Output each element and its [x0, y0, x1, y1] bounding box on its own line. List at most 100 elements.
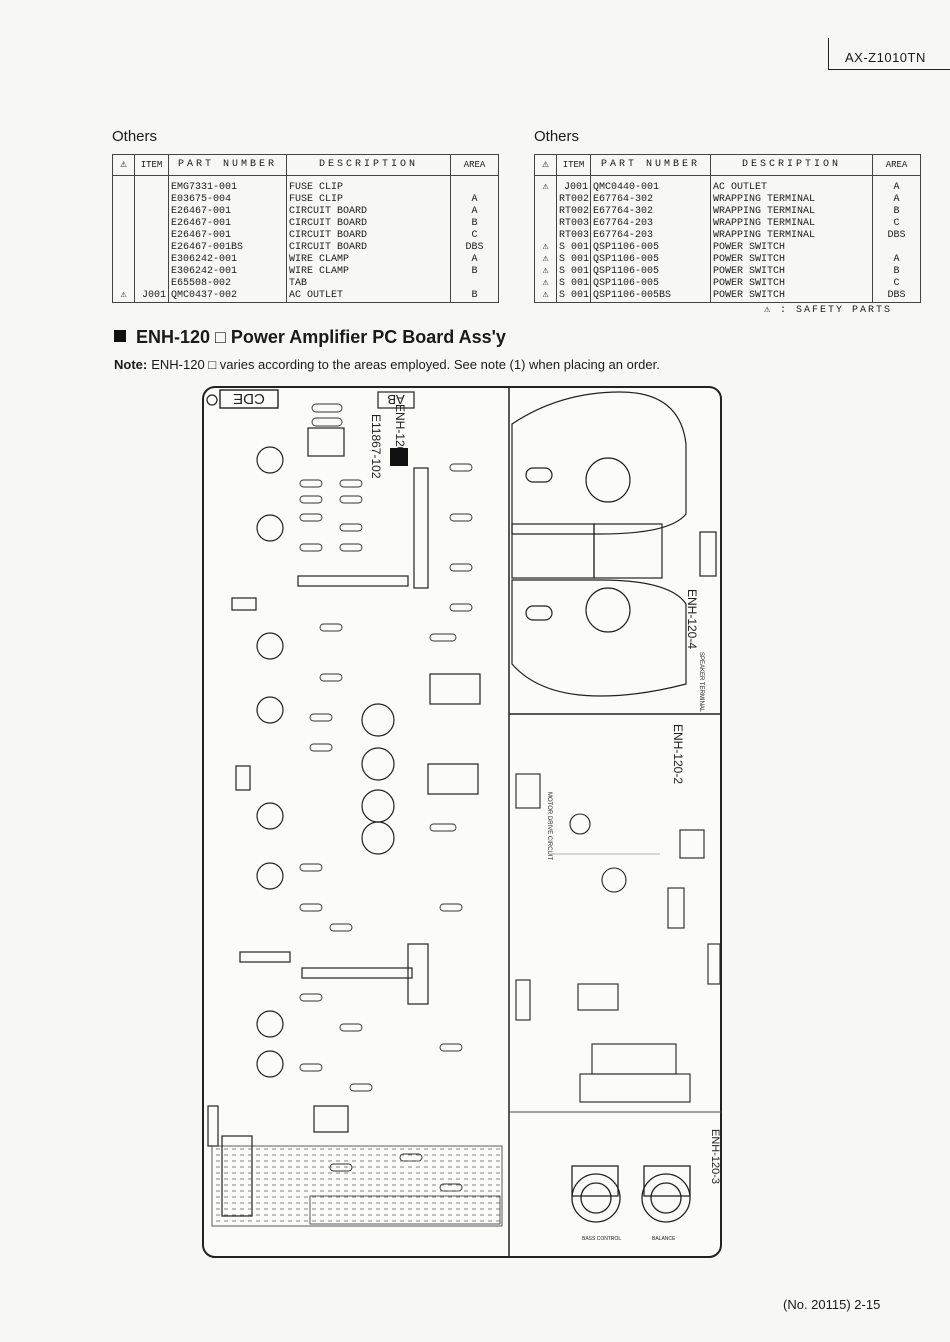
safety-cell: [112, 254, 135, 266]
pc-board-layout: CDE AB E11867-102 ENH-120 ENH-120-4 ENH-…: [202, 386, 722, 1258]
safety-cell: [534, 194, 557, 206]
part-number-cell: QSP1106-005: [590, 242, 711, 254]
safety-cell: [534, 218, 557, 230]
description-cell: FUSE CLIP: [286, 194, 451, 206]
right-section-title: Others: [534, 128, 580, 145]
safety-cell: ⚠: [534, 254, 557, 266]
heading-square-marker: [114, 330, 126, 342]
board-outline: [202, 386, 722, 1258]
area-cell: A: [450, 194, 499, 206]
item-cell: [134, 242, 169, 254]
part-number-cell: QSP1106-005BS: [590, 290, 711, 303]
part-number-cell: QSP1106-005: [590, 266, 711, 278]
description-cell: WRAPPING TERMINAL: [710, 230, 873, 242]
board-sub-label-2: ENH-120-2: [671, 724, 685, 784]
order-note: Note:ENH-120 □ varies according to the a…: [114, 357, 660, 372]
area-cell: A: [872, 175, 921, 194]
description-cell: FUSE CLIP: [286, 175, 451, 194]
part-number-column-header: PART NUMBER: [590, 154, 711, 176]
page-reference: (No. 20115) 2-15: [783, 1297, 881, 1312]
area-cell: B: [872, 206, 921, 218]
item-cell: S 001: [556, 290, 591, 303]
safety-cell: [534, 230, 557, 242]
safety-cell: [112, 230, 135, 242]
safety-cell: [112, 206, 135, 218]
area-cell: A: [450, 206, 499, 218]
safety-column-header: ⚠: [112, 154, 135, 176]
balance-label: BALANCE: [652, 1236, 676, 1242]
area-column-header: AREA: [450, 154, 499, 176]
area-cell: DBS: [450, 242, 499, 254]
code-mark: CDE: [233, 390, 265, 407]
section-title: ENH-120 □ Power Amplifier PC Board Ass'y: [136, 327, 506, 347]
code-mark-box: [219, 389, 279, 409]
description-cell: POWER SWITCH: [710, 278, 873, 290]
left-section-title: Others: [112, 128, 158, 145]
part-number-cell: E26467-001BS: [168, 242, 287, 254]
item-cell: RT002: [556, 206, 591, 218]
part-number-cell: E26467-001: [168, 218, 287, 230]
item-cell: [134, 175, 169, 194]
description-cell: CIRCUIT BOARD: [286, 242, 451, 254]
safety-cell: ⚠: [534, 278, 557, 290]
board-part-label: E11867-102: [369, 414, 383, 479]
item-cell: [134, 266, 169, 278]
note-label: Note:: [114, 357, 148, 372]
safety-cell: [112, 278, 135, 290]
description-cell: WRAPPING TERMINAL: [710, 218, 873, 230]
speaker-terminal-label: SPEAKER TERMINAL: [698, 652, 704, 713]
right-parts-table: ⚠ ITEM PART NUMBER DESCRIPTION AREA ⚠J00…: [534, 154, 921, 303]
description-cell: WIRE CLAMP: [286, 266, 451, 278]
part-number-cell: QSP1106-005: [590, 278, 711, 290]
note-text: ENH-120 □ varies according to the areas …: [151, 357, 660, 372]
left-parts-table: ⚠ ITEM PART NUMBER DESCRIPTION AREA EMG7…: [112, 154, 499, 303]
description-column-header: DESCRIPTION: [710, 154, 873, 176]
item-cell: [134, 218, 169, 230]
part-number-cell: E306242-001: [168, 254, 287, 266]
item-column-header: ITEM: [134, 154, 169, 176]
item-cell: RT002: [556, 194, 591, 206]
area-cell: A: [872, 194, 921, 206]
area-column-header: AREA: [872, 154, 921, 176]
item-column-header: ITEM: [556, 154, 591, 176]
part-number-cell: E03675-004: [168, 194, 287, 206]
safety-cell: [112, 266, 135, 278]
item-cell: [134, 278, 169, 290]
area-cell: C: [872, 218, 921, 230]
description-cell: AC OUTLET: [710, 175, 873, 194]
sub-board-2: [515, 773, 721, 1103]
area-cell: [450, 175, 499, 194]
description-cell: WRAPPING TERMINAL: [710, 206, 873, 218]
sub-board-3-controls: [571, 1165, 691, 1223]
item-cell: [134, 206, 169, 218]
item-cell: [134, 194, 169, 206]
description-cell: WRAPPING TERMINAL: [710, 194, 873, 206]
description-cell: POWER SWITCH: [710, 242, 873, 254]
description-cell: CIRCUIT BOARD: [286, 218, 451, 230]
board-main-label: ENH-120: [393, 404, 407, 454]
item-cell: [134, 254, 169, 266]
safety-cell: [112, 242, 135, 254]
area-cell: C: [872, 278, 921, 290]
area-cell: [450, 278, 499, 290]
mounting-hole-icon: [206, 394, 218, 406]
safety-cell: ⚠: [534, 290, 557, 303]
area-cell: B: [450, 290, 499, 303]
item-cell: RT003: [556, 230, 591, 242]
area-cell: C: [450, 230, 499, 242]
part-number-cell: QSP1106-005: [590, 254, 711, 266]
central-transistor-group: [297, 427, 481, 1133]
